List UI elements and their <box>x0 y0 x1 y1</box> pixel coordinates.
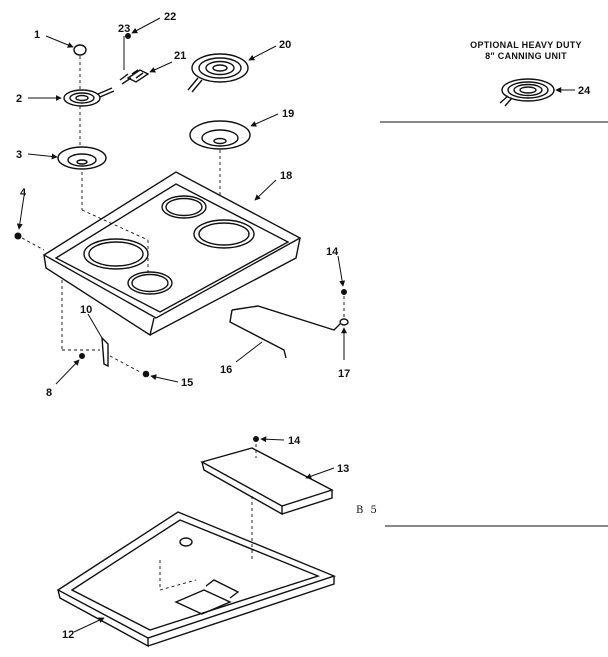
callout-3: 3 <box>16 149 22 161</box>
screw-part-15 <box>142 370 150 378</box>
hinge-bracket-part-10 <box>101 336 109 368</box>
callout-19: 19 <box>282 108 294 120</box>
callout-20: 20 <box>279 39 291 51</box>
screw-part-8 <box>79 353 85 359</box>
callout-17: 17 <box>338 368 350 380</box>
callout-16: 16 <box>220 364 232 376</box>
callout-14-upper: 14 <box>326 246 339 258</box>
small-drip-pan-part-3 <box>57 146 107 170</box>
cover-strip-part-13 <box>200 447 334 516</box>
callout-12: 12 <box>62 629 74 641</box>
callout-23: 23 <box>118 23 130 35</box>
large-drip-pan-part-19 <box>189 120 251 150</box>
base-pan-part-12 <box>56 511 337 648</box>
optional-unit-title-line2: 8" CANNING UNIT <box>485 51 567 61</box>
callout-13: 13 <box>337 463 349 475</box>
callout-22: 22 <box>164 11 176 23</box>
callout-10: 10 <box>80 304 92 316</box>
callout-1: 1 <box>34 29 40 41</box>
callout-18: 18 <box>280 170 292 182</box>
optional-unit-title-line1: OPTIONAL HEAVY DUTY <box>470 40 582 50</box>
receptacle-part-21 <box>126 69 150 83</box>
callout-2: 2 <box>16 93 22 105</box>
screw-part-4 <box>14 232 22 240</box>
callout-21: 21 <box>174 50 186 62</box>
small-surface-element-part-2 <box>63 87 115 107</box>
screw-part-22 <box>125 33 131 39</box>
screw-part-14-lower <box>253 436 259 442</box>
canning-element-part-24 <box>499 78 555 107</box>
callout-14-lower: 14 <box>288 435 301 447</box>
page-code: B 5 <box>356 505 379 516</box>
wire-frame-part-16 <box>229 305 341 359</box>
screw-part-14-upper <box>341 289 347 295</box>
knob-part-1 <box>73 44 87 56</box>
callout-4: 4 <box>20 187 27 199</box>
bracket-part-23 <box>119 73 132 85</box>
callout-8: 8 <box>46 387 52 399</box>
clip-part-17 <box>339 318 349 326</box>
callout-15: 15 <box>181 377 193 389</box>
large-surface-element-part-20 <box>187 53 249 93</box>
callout-24: 24 <box>578 85 591 97</box>
